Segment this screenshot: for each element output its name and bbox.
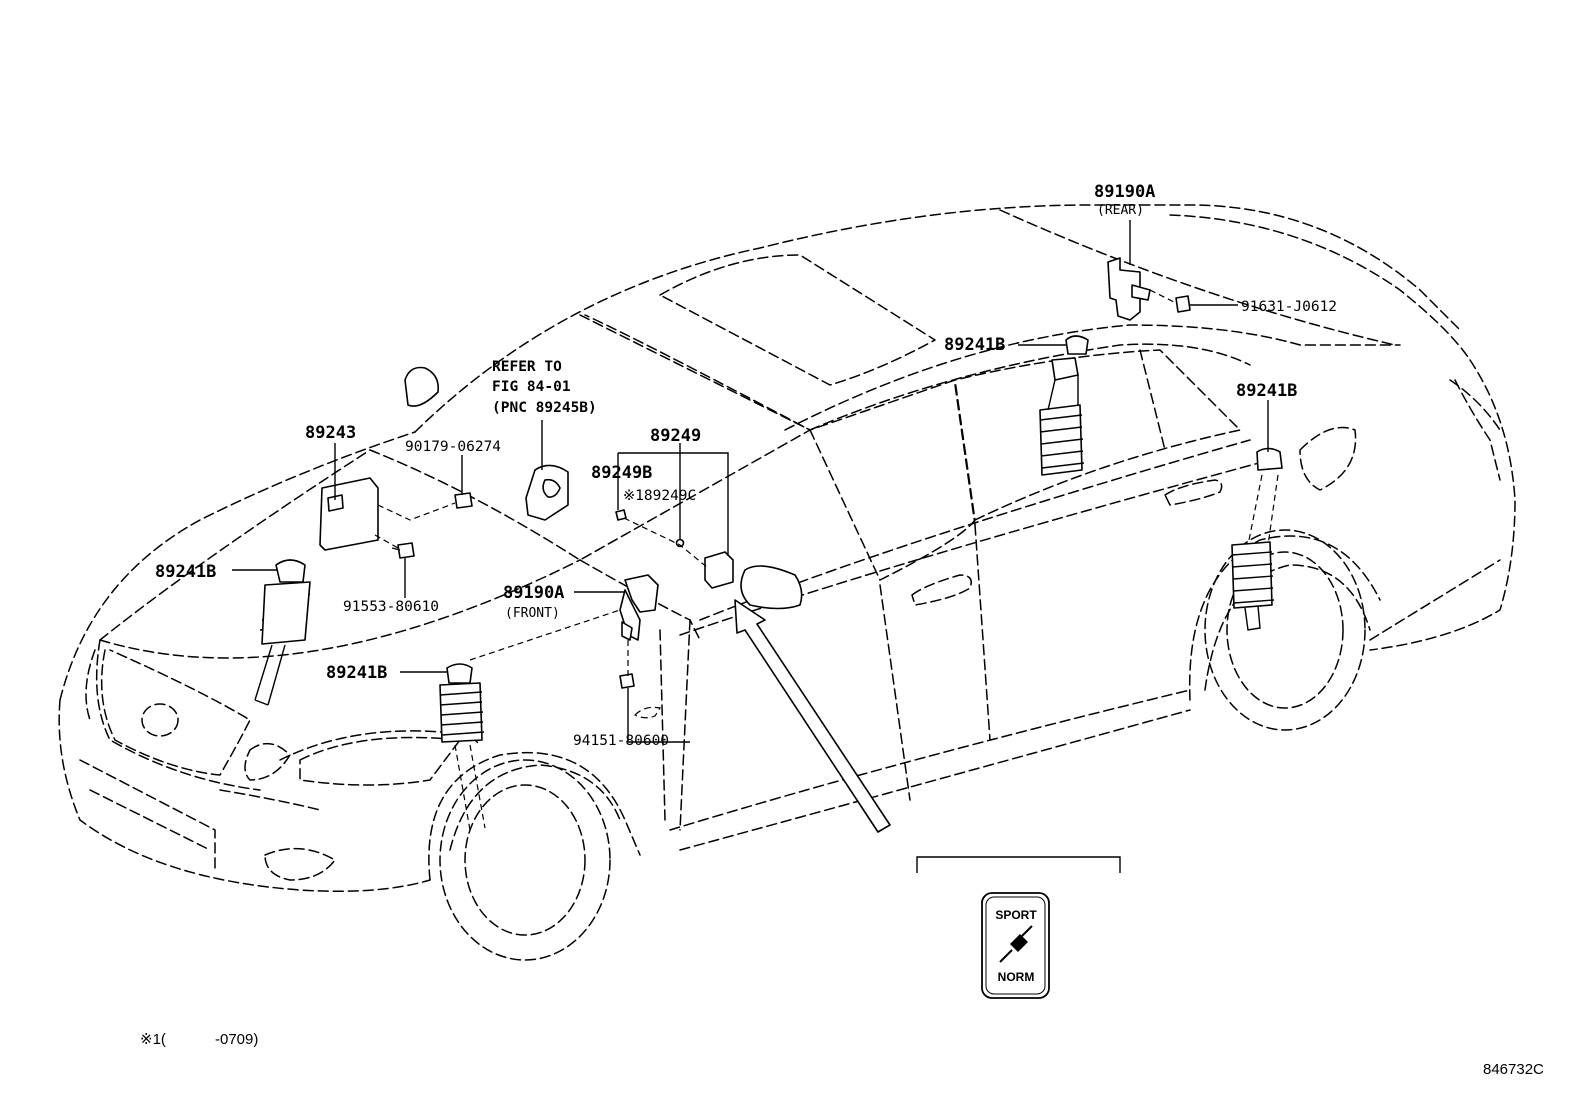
nut-94151-80600 [619,673,635,689]
clip-89249b [615,509,627,521]
switch-norm-label: NORM [998,970,1035,984]
label-94151-80600: 94151-80600 [573,733,669,749]
label-89190a-rear-sub: (REAR) [1097,203,1144,218]
label-refer-line2: FIG 84-01 [492,379,571,395]
shock-absorber-rear-lower [1231,447,1283,631]
switch-detail: SPORT NORM [916,856,1121,999]
label-89249c: ※189249C [623,488,696,504]
relay-89249 [704,551,734,589]
shock-absorber-front [439,663,486,831]
location-arrow [734,599,891,833]
label-89241b-rear: 89241B [1236,381,1297,401]
part-labels: 89190A (REAR) 91631-J0612 89241B 89241B … [155,182,1337,749]
label-89241b-front: 89241B [326,663,387,683]
label-89243: 89243 [305,423,356,443]
label-89249b: 89249B [591,463,652,483]
shock-absorber-rear-upper [1039,335,1089,476]
label-91553-80610: 91553-80610 [343,599,439,615]
side-mirror [740,565,803,610]
height-sensor-89190a-rear [1107,257,1151,321]
label-refer-line1: REFER TO [492,359,562,375]
label-90179-06274: 90179-06274 [405,439,501,455]
bolt-91553-80610 [391,542,415,559]
footnote-mark: ※1( [140,1031,166,1048]
shock-absorber-icon [999,925,1033,963]
sensor-89245b [525,464,569,521]
label-89241b-roof: 89241B [944,335,1005,355]
label-refer-line3: (PNC 89245B) [492,400,597,416]
label-91631-j0612: 91631-J0612 [1241,299,1337,315]
ecu-module-89243 [319,477,379,551]
headrest [404,366,440,407]
figure-code: 846732C [1483,1061,1544,1078]
footnote-range: -0709) [215,1031,258,1048]
label-89241b-front-left: 89241B [155,562,216,582]
height-sensor-89190a-front [619,574,659,641]
label-89190a-front: 89190A [503,583,564,603]
switch-sport-label: SPORT [995,908,1037,922]
label-89190a-rear: 89190A [1094,182,1155,202]
bolt-91631-j0612 [1149,289,1191,313]
label-89190a-front-sub: (FRONT) [505,606,560,621]
shock-absorber-front-left [254,559,311,706]
leader-lines [232,220,1269,743]
label-89249: 89249 [650,426,701,446]
nut-90179-06274 [454,492,473,509]
